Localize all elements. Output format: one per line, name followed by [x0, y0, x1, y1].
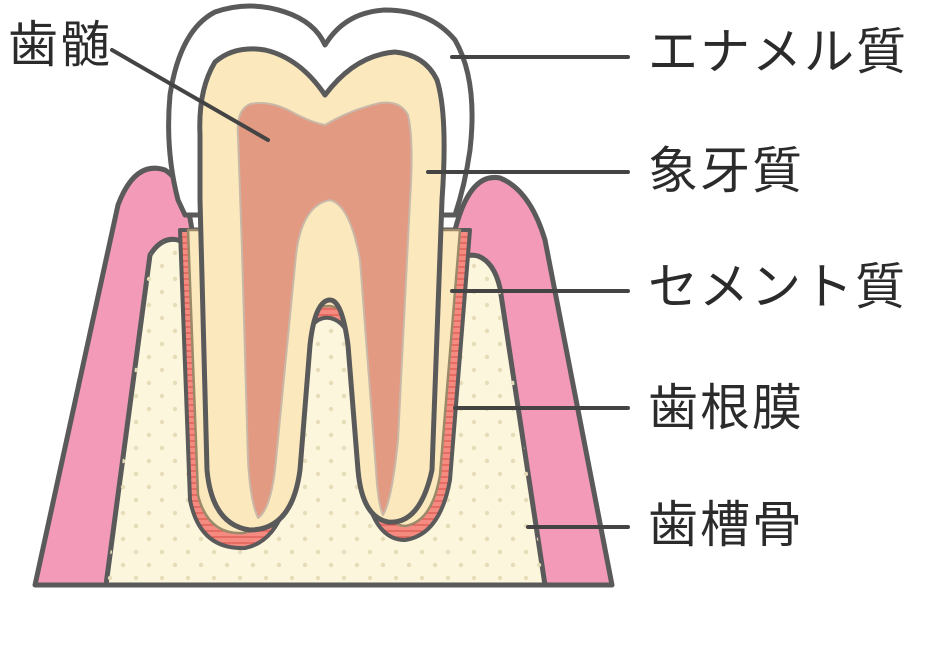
- pulp: [236, 101, 413, 519]
- label-dentin: 象牙質: [648, 142, 804, 200]
- leader-lines: [110, 48, 630, 529]
- label-alveolar-bone: 歯槽骨: [648, 496, 804, 554]
- label-pulp: 歯髄: [8, 16, 112, 74]
- label-cementum: セメント質: [648, 258, 907, 316]
- leader-pulp: [110, 48, 270, 142]
- label-enamel: エナメル質: [648, 23, 908, 81]
- label-periodontal-ligament: 歯根膜: [648, 379, 804, 437]
